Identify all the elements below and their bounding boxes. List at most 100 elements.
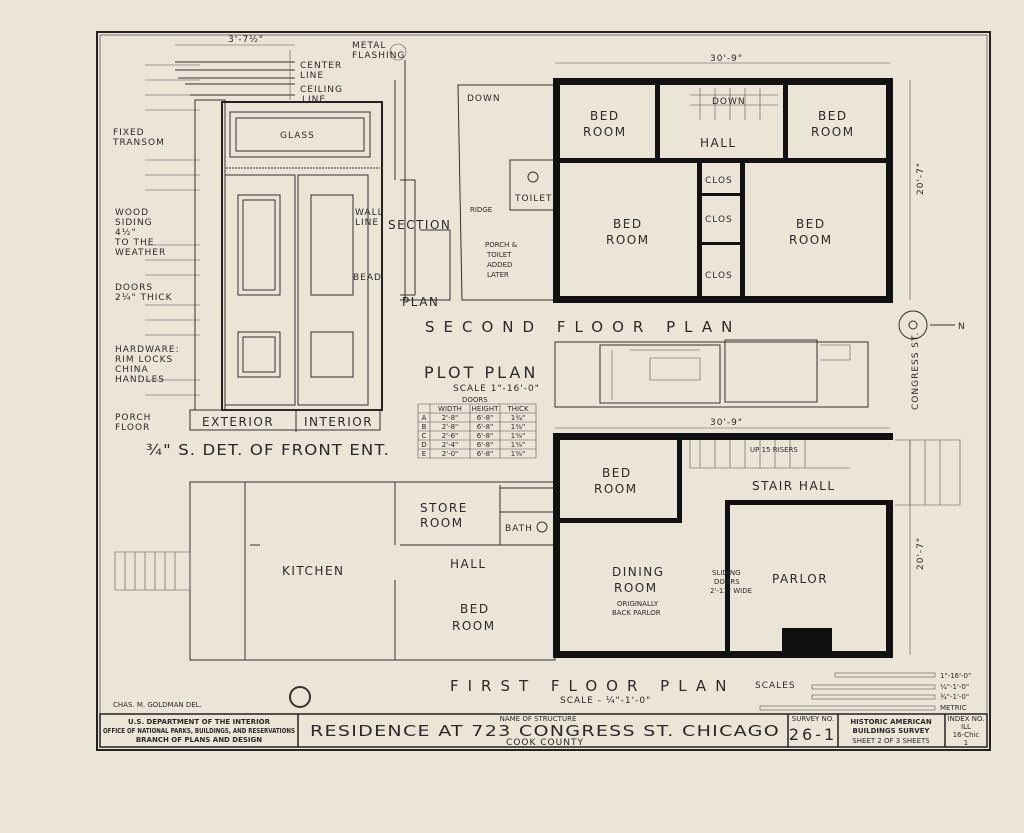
scale-3: ¾"-1'-0" — [940, 693, 969, 701]
detail-caption: ¾" S. DET. OF FRONT ENT. — [146, 441, 390, 459]
plan-label: PLAN — [402, 295, 439, 309]
porch-floor-label-2: FLOOR — [115, 423, 150, 433]
sheet-border-inner — [99, 34, 988, 748]
first-floor-title: FIRST FLOOR PLAN — [450, 677, 735, 695]
ff-hall-label: HALL — [450, 557, 487, 571]
originally-label: ORIGINALLY — [617, 600, 659, 608]
seal-icon — [289, 686, 311, 708]
store-room-label: ROOM — [420, 516, 464, 530]
hardware-label-2: RIM LOCKS — [115, 355, 173, 365]
table-cell: 6'-8" — [477, 441, 494, 449]
graphic-scales: SCALES 1"-16'-0" ¼"-1'-0" ¾"-1'-0" METRI… — [755, 672, 971, 712]
ridge-label: RIDGE — [470, 206, 492, 214]
table-cell: 6'-8" — [477, 423, 494, 431]
sliding-label-1: SLIDING — [712, 569, 741, 577]
second-floor-title: SECOND FLOOR PLAN — [425, 318, 741, 336]
agency-line-3: BRANCH OF PLANS AND DESIGN — [136, 736, 262, 744]
exterior-label: EXTERIOR — [202, 415, 274, 429]
porch-down-label: DOWN — [467, 94, 501, 104]
metal-flashing-label-2: FLASHING — [352, 51, 405, 61]
table-cell: 2'-0" — [442, 450, 459, 458]
dining-label: DINING — [612, 565, 665, 579]
scale-1: 1"-16'-0" — [940, 672, 971, 680]
wall-line-label-2: LINE — [355, 218, 379, 228]
sf-bedroom-2-room: ROOM — [811, 125, 855, 139]
table-cell: 1⅜" — [511, 423, 525, 431]
table-cell: 2'-8" — [442, 423, 459, 431]
sf-width-dim: 30'-9" — [710, 54, 743, 64]
center-line-label-2: LINE — [300, 71, 324, 81]
porch-note-4: LATER — [487, 271, 509, 279]
bead-label: BEAD — [353, 273, 382, 283]
sliding-label-2: DOORS — [714, 578, 740, 586]
table-cell: 1¾" — [511, 414, 525, 422]
hardware-label-3: CHINA — [115, 365, 149, 375]
fixed-transom-label-2: TRANSOM — [112, 138, 165, 148]
store-label: STORE — [420, 501, 468, 515]
sf-hall-label: HALL — [700, 136, 737, 150]
agency-line-2: OFFICE OF NATIONAL PARKS, BUILDINGS, AND… — [103, 727, 295, 735]
sf-down-label: DOWN — [712, 97, 746, 107]
scale-2: ¼"-1'-0" — [940, 683, 969, 691]
survey-label: SURVEY NO. — [792, 715, 834, 723]
hardware-label-4: HANDLES — [115, 375, 165, 385]
interior-label: INTERIOR — [304, 415, 373, 429]
plot-plan-scale: SCALE 1"-16'-0" — [453, 384, 540, 394]
wood-siding-label-4: TO THE — [114, 238, 154, 248]
table-cell: 2'-8" — [442, 414, 459, 422]
closet-2-label: CLOS — [705, 215, 733, 225]
sheet-number: SHEET 2 OF 3 SHEETS — [852, 737, 930, 745]
ff-bedroom-2-label: BED — [460, 602, 490, 616]
porch-note-3: ADDED — [487, 261, 512, 269]
closet-3-label: CLOS — [705, 271, 733, 281]
porch-floor-label: PORCH — [115, 413, 151, 423]
plot-plan-title: PLOT PLAN — [424, 363, 538, 382]
sf-bedroom-1-label: BED — [590, 109, 620, 123]
first-floor-plan: BED ROOM STAIR HALL UP 15 RISERS STORE R… — [114, 418, 961, 706]
table-cell: 6'-8" — [477, 432, 494, 440]
street-label: CONGRESS ST. — [911, 332, 921, 410]
ceiling-line-label: CEILING — [300, 85, 343, 95]
index-2: 16-Chic — [953, 731, 980, 739]
porch-note-1: PORCH & — [485, 241, 518, 249]
detail-width-dim: 3'-7½" — [228, 35, 264, 45]
glass-label: GLASS — [280, 131, 315, 141]
porch-note-2: TOILET — [486, 251, 512, 259]
sheet-border — [96, 31, 991, 751]
agency-line-1: U.S. DEPARTMENT OF THE INTERIOR — [128, 718, 271, 726]
second-floor-plan: BED ROOM BED ROOM BED ROOM BED ROOM HALL… — [425, 54, 926, 336]
fixed-transom-label: FIXED — [113, 128, 145, 138]
table-cell: 1⅜" — [511, 432, 525, 440]
ff-bedroom-room: ROOM — [594, 482, 638, 496]
sf-bedroom-1-room: ROOM — [583, 125, 627, 139]
table-cell: E — [422, 450, 426, 458]
ff-depth-dim: 20'-7" — [916, 537, 926, 570]
metal-flashing-label: METAL — [352, 41, 386, 51]
doors-thick-label-2: 2¼" THICK — [115, 293, 173, 303]
closet-1-label: CLOS — [705, 176, 733, 186]
table-cell: B — [422, 423, 427, 431]
center-line-label: CENTER — [300, 61, 342, 71]
table-header: THICK — [506, 405, 528, 413]
sf-bedroom-2-label: BED — [818, 109, 848, 123]
section-label: SECTION — [388, 218, 451, 232]
table-header: HEIGHT — [472, 405, 499, 413]
table-cell: 2'-4" — [442, 441, 459, 449]
title-block: U.S. DEPARTMENT OF THE INTERIOR OFFICE O… — [99, 713, 988, 748]
scales-label: SCALES — [755, 681, 796, 691]
kitchen-label: KITCHEN — [282, 564, 345, 578]
plot-plan: N CONGRESS ST. PLOT PLAN SCALE 1"-16'-0" — [424, 310, 966, 410]
wood-siding-label-2: SIDING — [115, 218, 153, 228]
up-risers-label: UP 15 RISERS — [750, 446, 798, 454]
north-label: N — [958, 322, 966, 332]
wood-siding-label-1: WOOD — [115, 208, 149, 218]
sf-bedroom-3-label: BED — [613, 217, 643, 231]
delineator: CHAS. M. GOLDMAN DEL. — [113, 701, 202, 709]
doors-table-title: DOORS — [462, 396, 488, 404]
scale-4: METRIC — [940, 704, 967, 712]
county: COOK COUNTY — [506, 738, 584, 748]
table-cell: 2'-6" — [442, 432, 459, 440]
parlor-label: PARLOR — [772, 572, 828, 586]
table-header: WIDTH — [438, 405, 462, 413]
